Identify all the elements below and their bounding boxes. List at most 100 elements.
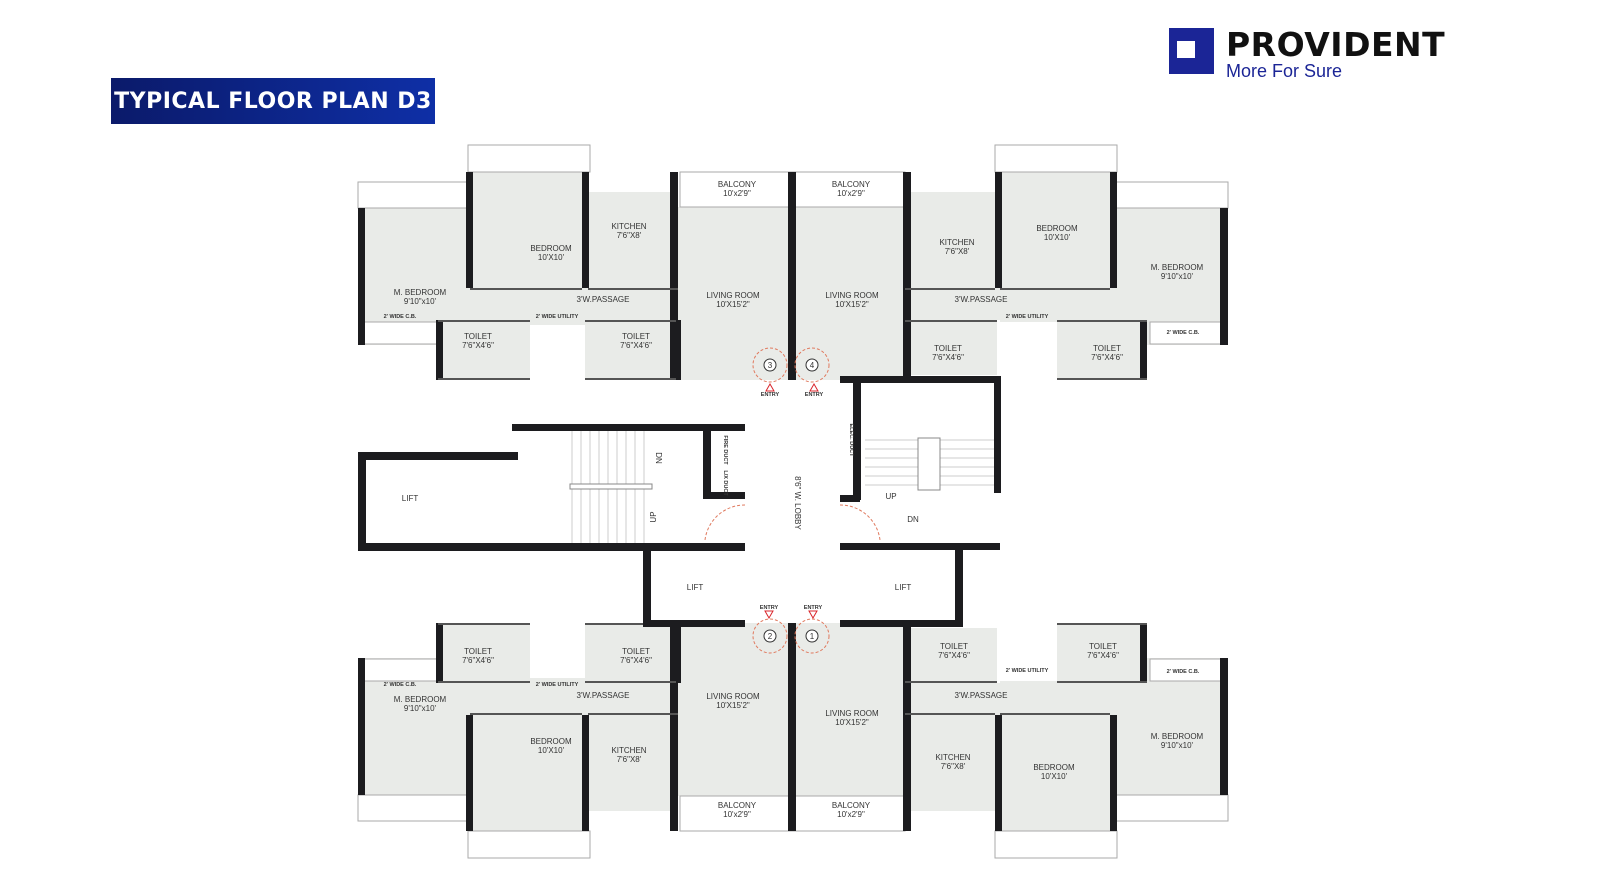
balcony-outline (357, 181, 471, 209)
room-label-w-passage: 3'W.PASSAGE (955, 295, 1008, 304)
room-label-w-passage-name: 3'W.PASSAGE (577, 691, 630, 700)
wall (1220, 658, 1228, 795)
balcony-outline (679, 795, 793, 832)
room-label-toilet-name: TOILET (622, 332, 650, 341)
core-wall (840, 495, 860, 502)
brand-tagline: More For Sure (1226, 61, 1343, 81)
room-label-toilet-size: 7'6"X4'6" (620, 341, 652, 350)
room-floor (470, 678, 905, 718)
wall (995, 715, 1002, 831)
room-label-toilet-size: 7'6"X4'6" (620, 656, 652, 665)
room-label-m-bedroom-name: M. BEDROOM (394, 288, 447, 297)
room-label-living-room-size: 10'X15'2" (835, 718, 869, 727)
partition (1057, 623, 1147, 625)
door-swing (794, 347, 830, 383)
unit-number: 1 (810, 632, 815, 641)
balcony-outline (361, 658, 439, 682)
core-wall (512, 424, 745, 431)
entry-label: ENTRY (761, 392, 780, 398)
fire-duct-label: FIRE DUCT (722, 435, 728, 465)
room-label-kitchen-name: KITCHEN (935, 753, 970, 762)
wall (466, 172, 473, 288)
room-label-kitchen-size: 7'6"X8' (945, 247, 970, 256)
door-swing (752, 347, 788, 383)
core-wall (840, 543, 1000, 550)
room-label-balcony-name: BALCONY (718, 180, 757, 189)
room-label-wide-utility-name: 2' WIDE UTILITY (1006, 314, 1049, 320)
wall (466, 715, 473, 831)
balcony-outline (791, 171, 906, 208)
room-label-wide-utility: 2' WIDE UTILITY (1006, 668, 1049, 674)
room-label-toilet-name: TOILET (934, 344, 962, 353)
room-floor (905, 318, 997, 375)
lift-label: LIFT (402, 494, 419, 503)
unit-number-circle (805, 629, 819, 643)
entry-label: ENTRY (805, 392, 824, 398)
room-label-m-bedroom-size: 9'10"x10' (404, 704, 437, 713)
entry-label: ENTRY (760, 605, 779, 611)
core-wall (994, 376, 1001, 493)
stair-handrail (917, 437, 941, 491)
room-label-toilet-size: 7'6"X4'6" (932, 353, 964, 362)
partition (1000, 713, 1110, 715)
unit-number: 2 (768, 632, 773, 641)
balcony-outline (791, 795, 906, 832)
room-label-balcony-name: BALCONY (832, 180, 871, 189)
unit-number-circle (763, 629, 777, 643)
entry-marker-icon (765, 382, 775, 392)
partition (905, 681, 997, 683)
core-wall (358, 543, 745, 551)
partition (588, 713, 678, 715)
room-label-living-room-name: LIVING ROOM (825, 291, 879, 300)
room-floor (1057, 318, 1147, 380)
balcony-outline (1111, 181, 1229, 209)
wall (903, 623, 911, 831)
room-label-balcony-size: 10'x2'9" (837, 189, 865, 198)
room-label-kitchen-size: 7'6"X8' (617, 755, 642, 764)
entry-marker-icon (808, 610, 818, 620)
partition (438, 320, 530, 322)
core-wall (955, 550, 963, 625)
door-swing (839, 504, 881, 541)
core-wall (358, 452, 366, 551)
stair-up-label: UP (649, 511, 658, 522)
room-label-balcony-name: BALCONY (718, 801, 757, 810)
partition (585, 320, 676, 322)
room-label-toilet-size: 7'6"X4'6" (462, 341, 494, 350)
entry-label: ENTRY (804, 605, 823, 611)
wall (903, 172, 911, 380)
room-label-wide-c-b: 2' WIDE C.B. (384, 314, 417, 320)
logo-mark-icon (1169, 28, 1214, 74)
room-label-wide-c-b-name: 2' WIDE C.B. (384, 682, 417, 688)
room-label-bedroom-size: 10'X10' (538, 746, 565, 755)
wall (670, 623, 678, 831)
room-label-toilet-name: TOILET (1093, 344, 1121, 353)
wall (788, 623, 796, 831)
room-label-w-passage: 3'W.PASSAGE (955, 691, 1008, 700)
room-label-balcony-size: 10'x2'9" (837, 810, 865, 819)
wall (582, 172, 589, 288)
room-label-m-bedroom-size: 9'10"x10' (1161, 741, 1194, 750)
stair-dn-label: DN (907, 515, 919, 524)
room-label-living-room-size: 10'X15'2" (716, 701, 750, 710)
room-label-kitchen-size: 7'6"X8' (617, 231, 642, 240)
room-label-bedroom-size: 10'X10' (1041, 772, 1068, 781)
room-label-living-room-size: 10'X15'2" (835, 300, 869, 309)
room-label-wide-utility: 2' WIDE UTILITY (536, 682, 579, 688)
room-floor (1000, 172, 1112, 322)
partition (905, 713, 995, 715)
room-label-bedroom-name: BEDROOM (530, 737, 572, 746)
room-label-bedroom-name: BEDROOM (530, 244, 572, 253)
